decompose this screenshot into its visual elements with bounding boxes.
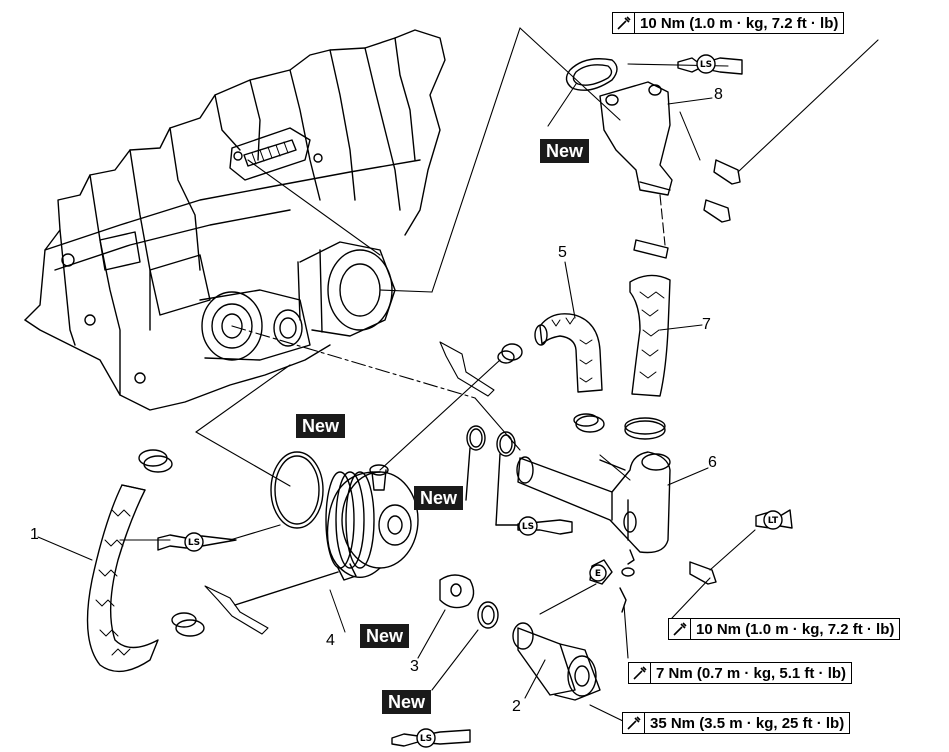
ls-label-top: LS [700, 60, 712, 70]
part-number-6: 6 [708, 454, 717, 471]
new-tag: New [414, 486, 464, 510]
e-nozzle [589, 559, 613, 585]
leader-lines [119, 27, 666, 541]
lt-nozzle [755, 509, 793, 530]
part-number-2: 2 [512, 698, 521, 715]
torque-text: 7 Nm (0.7 m · kg, 5.1 ft · lb) [656, 664, 847, 682]
pipe-6 [516, 451, 671, 554]
ls-nozzle-mid [517, 516, 573, 536]
ls-nozzle-left [157, 532, 237, 552]
part-number-7: 7 [702, 316, 711, 333]
hose-1 [86, 449, 205, 673]
ls-label-bottom: LS [420, 734, 432, 744]
torque-text: 10 Nm (1.0 m · kg, 7.2 ft · lb) [640, 14, 839, 32]
ls-nozzle-top [677, 54, 743, 75]
hose-7 [629, 274, 671, 397]
new-tag: New [360, 624, 410, 648]
o-ring-large [270, 451, 324, 529]
ls-label-mid: LS [522, 522, 534, 532]
lt-label: LT [768, 516, 779, 526]
part-number-4: 4 [326, 632, 335, 649]
part-number-5: 5 [558, 244, 567, 261]
wrench-icon [613, 13, 635, 33]
oil-cooler-4 [234, 464, 419, 606]
hose-5 [534, 313, 603, 393]
new-tag: New [296, 414, 346, 438]
new-tag: New [382, 690, 432, 714]
torque-spec-union: 35 Nm (3.5 m · kg, 25 ft · lb) [622, 712, 851, 734]
torque-spec-lt: 10 Nm (1.0 m · kg, 7.2 ft · lb) [668, 618, 901, 640]
union-bolt-2 [512, 622, 601, 701]
torque-spec-drain: 7 Nm (0.7 m · kg, 5.1 ft · lb) [628, 662, 853, 684]
e-label: E [595, 569, 601, 579]
part-number-3: 3 [410, 658, 419, 675]
part-number-8: 8 [714, 86, 723, 103]
torque-text: 35 Nm (3.5 m · kg, 25 ft · lb) [650, 714, 845, 732]
gasket-3 [439, 574, 475, 609]
engine-block [24, 29, 446, 411]
wrench-icon [629, 663, 651, 683]
torque-spec-top: 10 Nm (1.0 m · kg, 7.2 ft · lb) [612, 12, 845, 34]
ls-nozzle-bottom [391, 728, 471, 748]
wrench-icon [623, 713, 645, 733]
part-number-1: 1 [30, 526, 39, 543]
torque-text: 10 Nm (1.0 m · kg, 7.2 ft · lb) [696, 620, 895, 638]
wrench-icon [669, 619, 691, 639]
housing-8 [599, 81, 673, 196]
new-tag: New [540, 139, 590, 163]
ls-label-left: LS [188, 538, 200, 548]
